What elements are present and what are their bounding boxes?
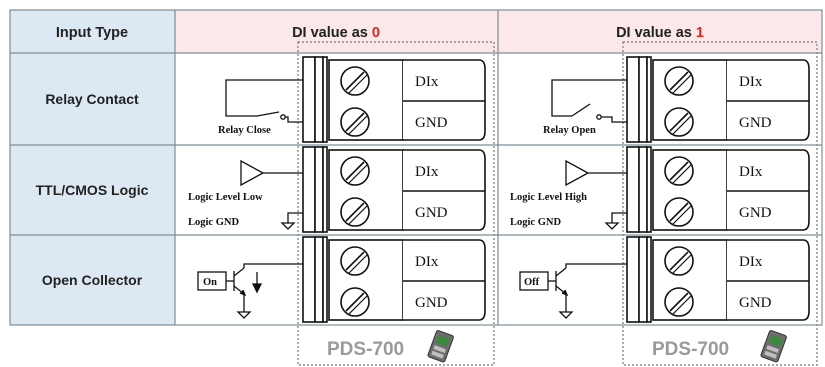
terminal-block: DIx GND	[302, 56, 486, 143]
table-header-row	[10, 10, 822, 53]
terminal-dix-label: DIx	[415, 74, 439, 90]
open-collector-off-label: Off	[524, 277, 540, 288]
terminal-block: DIx GND	[302, 236, 486, 323]
row-label-open-collector: Open Collector	[42, 272, 143, 288]
input-type-header-cell	[10, 10, 175, 53]
terminal-dix-label: DIx	[739, 254, 763, 270]
open-collector-on-circuit	[197, 263, 303, 319]
terminal-dix-label: DIx	[739, 74, 763, 90]
terminal-gnd-label: GND	[415, 205, 448, 221]
terminal-block: DIx GND	[626, 56, 810, 143]
relay-open-label: Relay Open	[543, 125, 596, 136]
device-outline-di1	[622, 41, 818, 366]
terminal-block: DIx GND	[302, 146, 486, 233]
terminal-gnd-label: GND	[739, 115, 772, 131]
terminal-dix-label: DIx	[415, 254, 439, 270]
row-label-column	[10, 53, 175, 325]
di-value-1-header-cell	[498, 10, 822, 53]
logic-high-circuit	[565, 159, 627, 230]
di-value-0-header: DI value as 0	[292, 25, 380, 41]
open-collector-on-label: On	[203, 277, 217, 288]
logic-level-high-label: Logic Level High	[510, 192, 587, 203]
terminal-gnd-label: GND	[415, 295, 448, 311]
table-grid	[9, 9, 823, 326]
relay-close-label: Relay Close	[218, 125, 271, 136]
terminal-gnd-label: GND	[415, 115, 448, 131]
logic-gnd-label-0: Logic GND	[188, 217, 239, 228]
device-outline-di0	[297, 41, 495, 366]
terminal-dix-label: DIx	[415, 164, 439, 180]
relay-open-circuit	[551, 79, 627, 123]
di-value-0-header-cell	[175, 10, 498, 53]
pds-700-device-icon	[760, 330, 787, 363]
di-value-0-number: 0	[372, 25, 380, 41]
terminal-block: DIx GND	[626, 236, 810, 323]
logic-gnd-label-1: Logic GND	[510, 217, 561, 228]
device-label-di0: PDS-700	[327, 339, 404, 360]
di-value-1-number: 1	[696, 25, 704, 41]
terminal-block: DIx GND	[626, 146, 810, 233]
open-collector-off-circuit	[519, 263, 627, 319]
device-label-di1: PDS-700	[652, 339, 729, 360]
row-label-ttl-cmos-logic: TTL/CMOS Logic	[36, 182, 149, 198]
logic-level-low-label: Logic Level Low	[188, 192, 263, 203]
relay-close-circuit	[225, 79, 303, 123]
terminal-dix-label: DIx	[739, 164, 763, 180]
pds-700-device-icon	[427, 330, 454, 363]
terminal-gnd-label: GND	[739, 205, 772, 221]
input-type-header: Input Type	[56, 25, 128, 41]
terminal-gnd-label: GND	[739, 295, 772, 311]
row-label-relay-contact: Relay Contact	[45, 91, 139, 107]
logic-low-circuit	[240, 159, 303, 230]
di-value-1-header: DI value as 1	[616, 25, 704, 41]
